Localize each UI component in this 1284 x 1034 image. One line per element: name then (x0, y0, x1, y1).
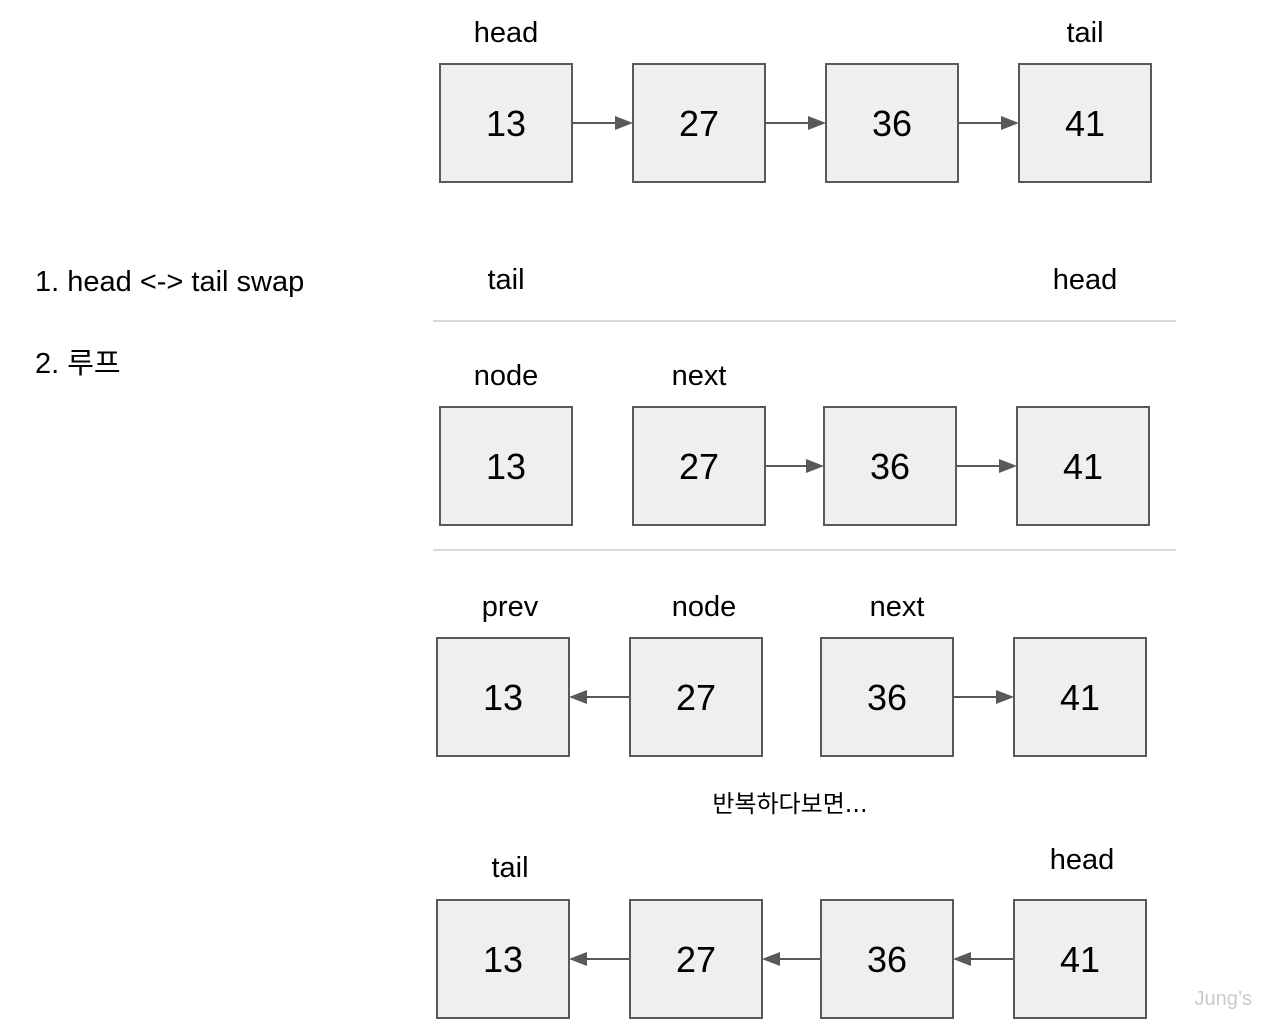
pointer-label: node (474, 360, 539, 392)
node-value: 13 (486, 446, 526, 487)
step-2-text: 2. 루프 (35, 348, 121, 380)
node-value: 27 (676, 939, 716, 980)
list-node: 41 (1013, 637, 1147, 757)
next-arrow (953, 690, 1014, 704)
node-box (436, 899, 570, 1019)
list-node: 27 (632, 63, 766, 183)
list-row-1: head tail 13 27 36 41 (439, 17, 1152, 183)
node-value: 36 (867, 677, 907, 718)
node-value: 13 (486, 103, 526, 144)
list-node: 36 (823, 406, 957, 526)
node-value: 36 (872, 103, 912, 144)
node-box (1018, 63, 1152, 183)
prev-arrow (762, 952, 821, 966)
node-box (820, 637, 954, 757)
node-value: 27 (679, 446, 719, 487)
list-node: 41 (1013, 899, 1147, 1019)
next-arrow (765, 116, 826, 130)
node-value: 13 (483, 677, 523, 718)
pointer-label: head (474, 17, 539, 49)
node-value: 36 (867, 939, 907, 980)
node-value: 41 (1060, 677, 1100, 718)
list-node: 13 (436, 637, 570, 757)
pointer-label: head (1050, 844, 1115, 876)
list-node: 27 (629, 637, 763, 757)
node-box (436, 637, 570, 757)
list-node: 13 (439, 406, 573, 526)
list-rows: head tail 13 27 36 41 tail head node next 13 27 36 41… (436, 17, 1152, 1019)
list-node: 36 (820, 637, 954, 757)
list-node: 13 (439, 63, 573, 183)
list-row-4: prev node next 13 27 36 41 (436, 591, 1147, 757)
node-box (823, 406, 957, 526)
pointer-label: next (870, 591, 925, 623)
node-value: 27 (679, 103, 719, 144)
next-arrow (765, 459, 824, 473)
node-value: 13 (483, 939, 523, 980)
list-node: 27 (632, 406, 766, 526)
pointer-label: head (1053, 264, 1118, 296)
node-value: 41 (1065, 103, 1105, 144)
node-box (1016, 406, 1150, 526)
list-node: 36 (820, 899, 954, 1019)
repeat-caption: 반복하다보면... (712, 790, 867, 818)
node-value: 27 (676, 677, 716, 718)
node-box (632, 63, 766, 183)
node-box (1013, 637, 1147, 757)
step-1-text: 1. head <-> tail swap (35, 266, 305, 298)
pointer-label: node (672, 591, 737, 623)
pointer-label: tail (487, 264, 524, 296)
list-node: 27 (629, 899, 763, 1019)
node-box (439, 406, 573, 526)
node-value: 36 (870, 446, 910, 487)
node-box (629, 637, 763, 757)
next-arrow (958, 116, 1019, 130)
list-node: 41 (1018, 63, 1152, 183)
node-value: 41 (1060, 939, 1100, 980)
prev-arrow (569, 690, 630, 704)
pointer-label: tail (1066, 17, 1103, 49)
next-arrow (956, 459, 1017, 473)
node-value: 41 (1063, 446, 1103, 487)
pointer-label: prev (482, 591, 539, 623)
prev-arrow (569, 952, 630, 966)
next-arrow (572, 116, 633, 130)
node-box (632, 406, 766, 526)
pointer-label: next (672, 360, 727, 392)
prev-arrow (953, 952, 1014, 966)
list-node: 36 (825, 63, 959, 183)
node-box (820, 899, 954, 1019)
list-row-5: tail head 13 27 36 41 (436, 844, 1147, 1019)
watermark-text: Jung’s (1195, 988, 1252, 1010)
pointer-label: tail (491, 852, 528, 884)
list-row-2: tail head (487, 264, 1117, 296)
list-node: 13 (436, 899, 570, 1019)
list-node: 41 (1016, 406, 1150, 526)
node-box (439, 63, 573, 183)
list-row-3: node next 13 27 36 41 (439, 360, 1150, 526)
node-box (1013, 899, 1147, 1019)
